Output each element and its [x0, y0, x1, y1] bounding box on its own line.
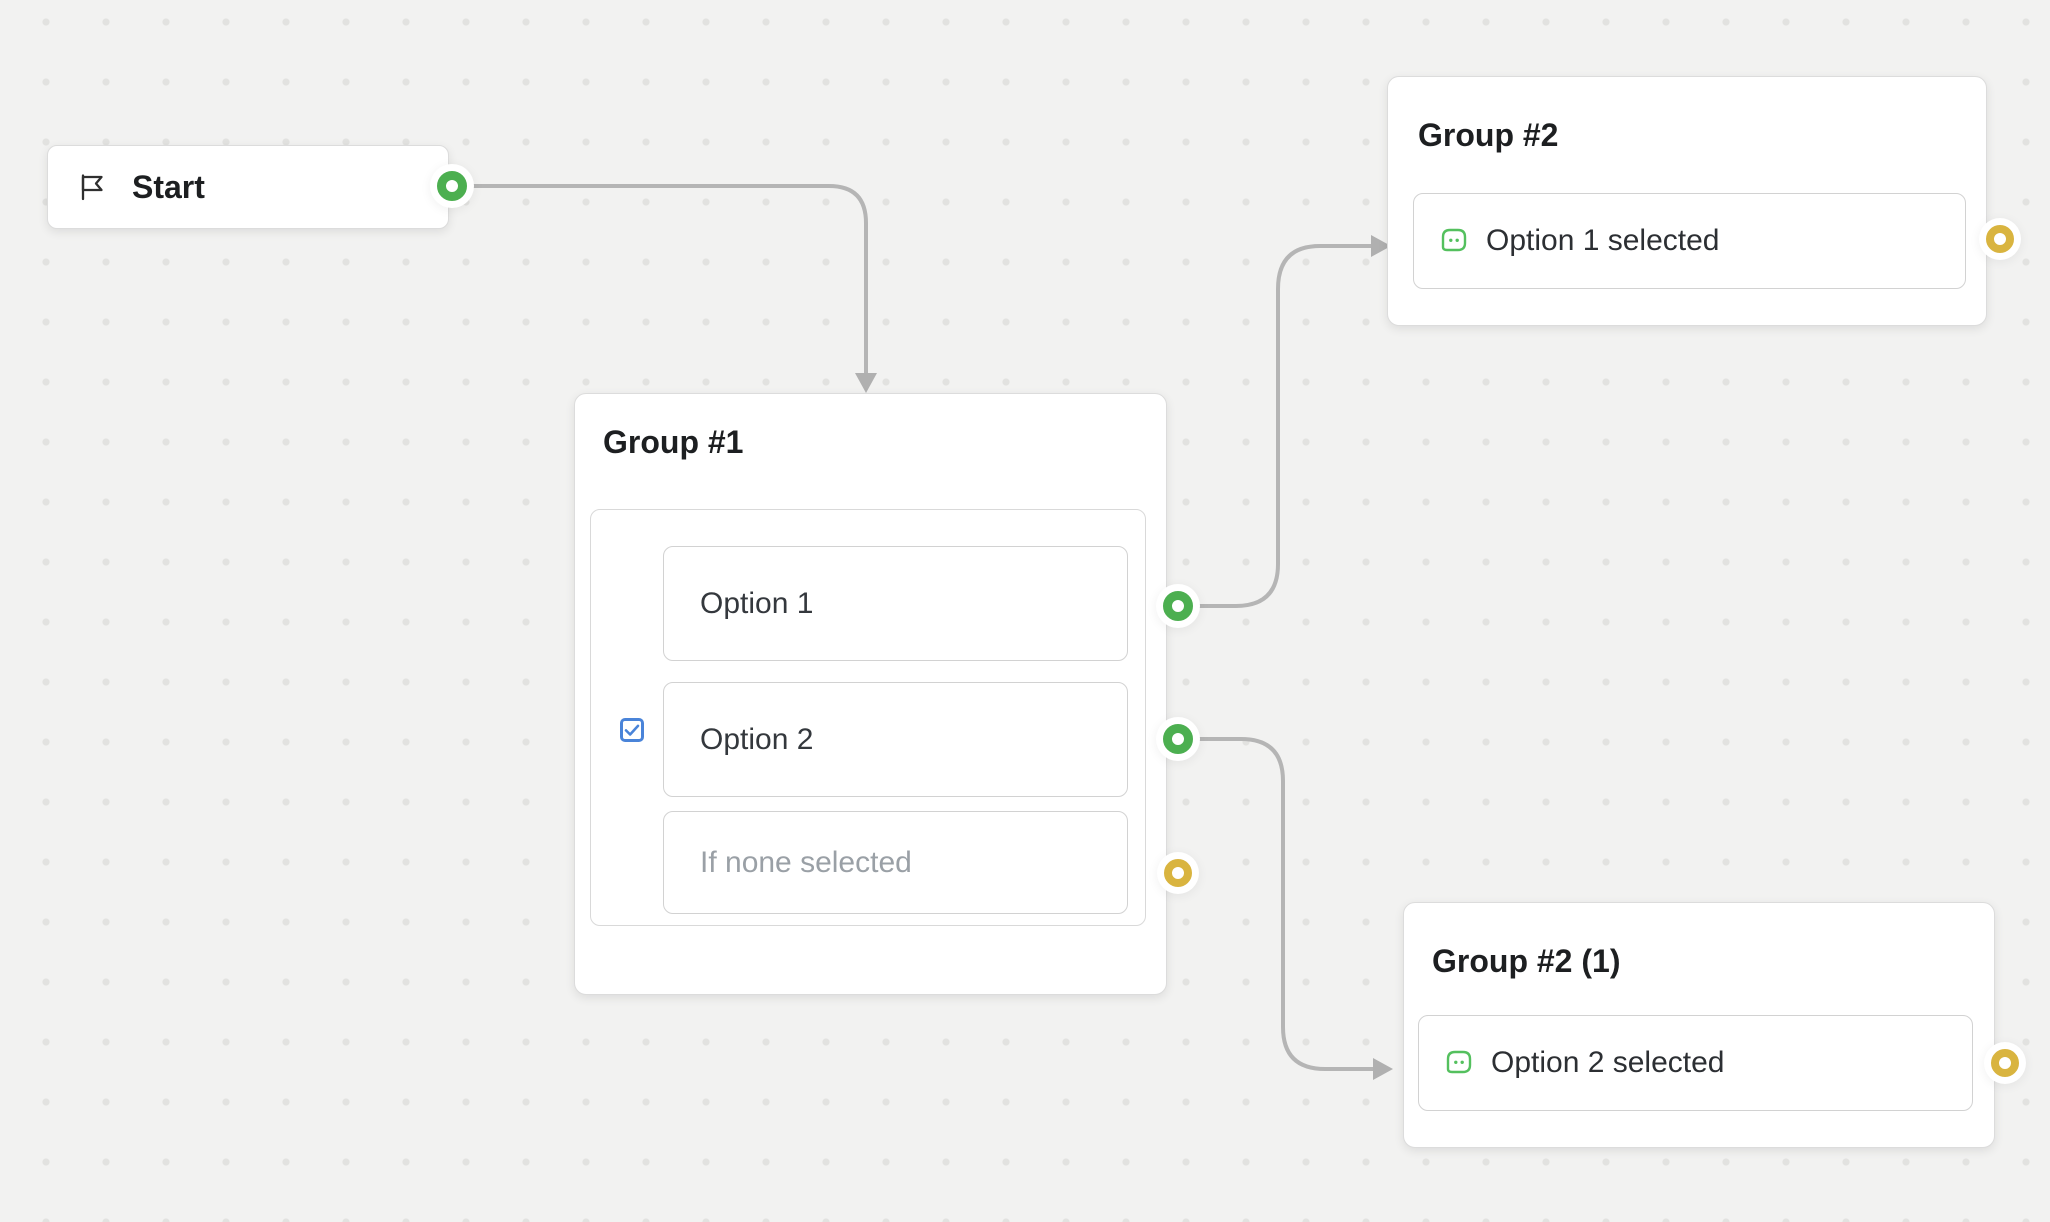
flag-icon — [81, 174, 103, 201]
option2-output-port[interactable] — [1163, 724, 1193, 754]
connector-option2-to-group2-1[interactable] — [1178, 737, 1374, 1071]
connector-option1-to-group2[interactable] — [1178, 244, 1372, 608]
start-output-port[interactable] — [437, 171, 467, 201]
group1-option1-label: Option 1 — [700, 586, 814, 620]
group1-option1-item[interactable]: Option 1 — [663, 546, 1128, 661]
checkbox-checked-icon — [624, 724, 640, 736]
group1-option2-item[interactable]: Option 2 — [663, 682, 1128, 797]
group2-text-bubble-block[interactable]: Option 1 selected — [1413, 193, 1966, 289]
option2-checkbox[interactable] — [620, 718, 644, 742]
group1-default-label: If none selected — [700, 845, 912, 879]
group2-1-text-bubble-block[interactable]: Option 2 selected — [1418, 1015, 1973, 1111]
option1-output-port[interactable] — [1163, 591, 1193, 621]
chat-bubble-icon — [1446, 1050, 1472, 1074]
arrowhead-down-icon — [855, 373, 877, 393]
group2-title[interactable]: Group #2 — [1418, 117, 1559, 153]
group2-1-title[interactable]: Group #2 (1) — [1432, 943, 1621, 979]
group1-option2-label: Option 2 — [700, 722, 814, 756]
group2-1-output-port[interactable] — [1991, 1049, 2019, 1077]
group2-1-node[interactable]: Group #2 (1) Option 2 selected — [1403, 902, 1995, 1148]
connector-start-to-group1[interactable] — [452, 184, 868, 375]
start-node-label: Start — [132, 168, 205, 205]
default-output-port[interactable] — [1164, 859, 1192, 887]
chat-bubble-icon — [1441, 228, 1467, 252]
group1-title[interactable]: Group #1 — [603, 424, 744, 460]
group2-bubble-label: Option 1 selected — [1486, 224, 1720, 257]
group2-node[interactable]: Group #2 Option 1 selected — [1387, 76, 1987, 326]
arrowhead-right-icon — [1371, 235, 1391, 257]
start-node[interactable]: Start — [47, 145, 449, 229]
group1-node[interactable]: Group #1 Option 1 Option 2 If none selec… — [574, 393, 1167, 995]
group1-default-item[interactable]: If none selected — [663, 811, 1128, 914]
group2-output-port[interactable] — [1986, 225, 2014, 253]
arrowhead-right-icon — [1373, 1058, 1393, 1080]
group2-1-bubble-label: Option 2 selected — [1491, 1046, 1725, 1079]
